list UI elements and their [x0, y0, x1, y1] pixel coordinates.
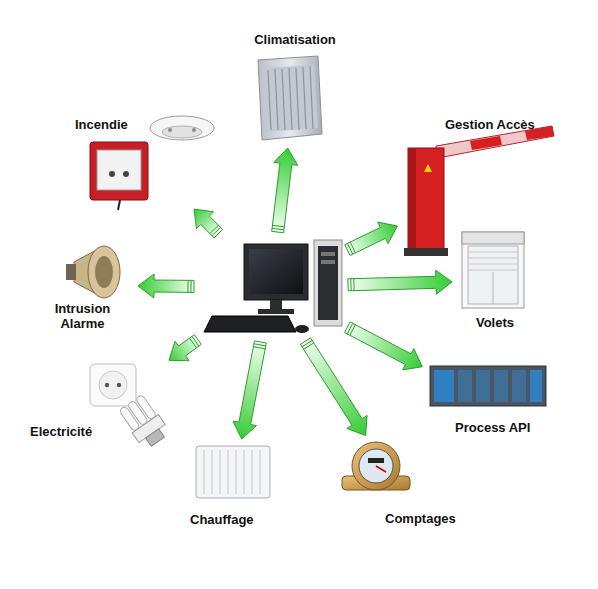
arrow-tail-stripe: [353, 279, 354, 291]
device-node: Comptages: [340, 438, 455, 533]
computer-hub: [200, 238, 342, 336]
arrow-shape: [138, 274, 194, 298]
block-arrow: [233, 341, 266, 439]
arrow-tail-stripe: [210, 225, 219, 233]
device-node: Electricité: [25, 362, 180, 454]
device-label: Process API: [455, 420, 550, 435]
block-arrow: [272, 148, 298, 233]
arrow-shape: [300, 338, 367, 436]
arrow-tail-stripe: [192, 336, 199, 346]
device-label: Comptages: [385, 511, 455, 526]
device-node: Volets: [455, 228, 545, 333]
computer-icon: [204, 240, 342, 333]
arrow-tail-stripe: [190, 338, 197, 348]
arrow-tail-stripe: [350, 242, 355, 253]
block-arrow: [345, 222, 398, 255]
device-label: Incendie: [75, 117, 175, 132]
arrow-shape: [348, 270, 452, 294]
block-arrow: [345, 322, 423, 370]
arrow-tail-stripe: [350, 279, 351, 291]
water-meter-icon: [342, 442, 410, 490]
arrow-shape: [233, 341, 266, 439]
block-arrow: [300, 338, 367, 436]
device-label: Climatisation: [240, 32, 350, 47]
device-label: Chauffage: [190, 512, 280, 527]
air-conditioner-icon: [258, 56, 322, 140]
block-arrow: [169, 335, 201, 361]
arrow-shape: [272, 148, 298, 233]
device-node: Climatisation: [240, 30, 350, 145]
arrow-tail-stripe: [254, 344, 266, 346]
siren-icon: [66, 246, 120, 298]
block-arrow: [348, 270, 452, 294]
arrow-tail-stripe: [347, 243, 352, 254]
arrow-tail-stripe: [302, 340, 312, 346]
arrow-tail-stripe: [272, 228, 284, 229]
device-label: Intrusion Alarme: [40, 301, 125, 331]
shutter-window-icon: [462, 232, 524, 308]
arrow-tail-stripe: [350, 325, 356, 336]
arrow-tail-stripe: [212, 227, 221, 235]
arrow-tail-stripe: [347, 323, 353, 334]
device-label: Gestion Accès: [445, 117, 560, 132]
arrow-shape: [345, 322, 423, 370]
arrow-tail-stripe: [253, 347, 265, 349]
device-node: Intrusion Alarme: [40, 238, 135, 333]
device-node: Incendie: [70, 112, 220, 207]
block-arrow: [194, 209, 223, 238]
device-label: Volets: [455, 315, 535, 330]
arrow-tail-stripe: [304, 343, 314, 349]
block-arrow: [138, 274, 194, 298]
arrow-shape: [194, 209, 223, 238]
barrier-gate-icon: [404, 126, 554, 256]
arrow-tail-stripe: [187, 280, 188, 292]
arrow-shape: [345, 222, 398, 255]
arrow-tail-stripe: [190, 280, 191, 292]
radiator-icon: [196, 446, 270, 498]
device-node: Process API: [425, 362, 550, 440]
device-node: Chauffage: [185, 442, 280, 532]
plc-rack-icon: [430, 366, 546, 406]
arrow-tail-stripe: [272, 225, 284, 226]
socket-bulb-icon: [90, 364, 171, 451]
arrow-shape: [169, 335, 201, 361]
device-label: Electricité: [30, 424, 130, 439]
device-node: Gestion Accès: [400, 112, 560, 260]
